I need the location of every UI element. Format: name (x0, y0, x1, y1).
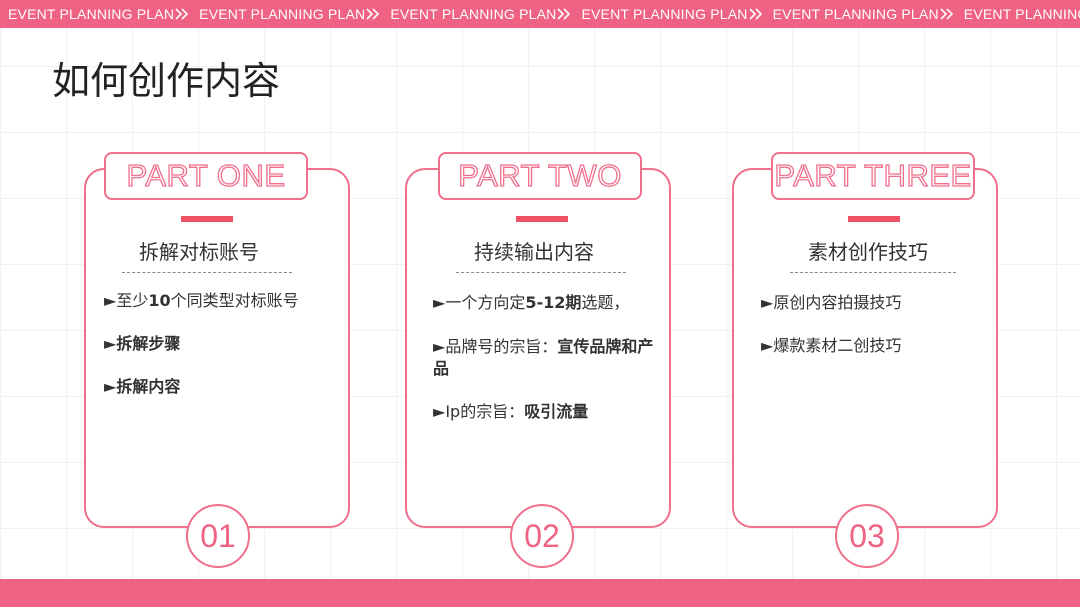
arrow-icon: ► (433, 293, 446, 312)
card-part-three (732, 168, 998, 528)
accent-bar (848, 216, 900, 222)
bottom-bar (0, 579, 1080, 607)
dashed-divider (790, 272, 956, 273)
list-item: ►至少10个同类型对标账号 (104, 290, 340, 312)
page-title: 如何创作内容 (52, 59, 281, 103)
banner-text: EVENT PLANNING PLAN (581, 6, 762, 22)
number-label: 01 (200, 517, 236, 554)
item-bold: 拆解步骤 (116, 334, 181, 353)
part-two-tag: PART TWO (438, 152, 642, 200)
part-one-label: PART ONE (126, 157, 286, 193)
dashed-divider (456, 272, 626, 273)
part-three-label: PART THREE (774, 157, 972, 193)
list-item: ►Ip的宗旨：吸引流量 (433, 401, 663, 423)
item-text: 选题， (581, 293, 630, 312)
banner-label: EVENT PLANNING PLAN (581, 6, 748, 22)
double-arrow-icon (366, 8, 380, 20)
banner-label: EVENT PLANNING PLAN (390, 6, 557, 22)
number-badge: 03 (835, 504, 899, 568)
list-item: ►一个方向定5-12期选题， (433, 292, 663, 314)
card-part-two (405, 168, 671, 528)
item-text: 爆款素材二创技巧 (773, 336, 902, 355)
card-subtitle: 拆解对标账号 (139, 240, 259, 264)
arrow-icon: ► (104, 334, 117, 353)
item-bold: 5-12期 (525, 293, 582, 312)
double-arrow-icon (749, 8, 762, 20)
arrow-icon: ► (104, 291, 117, 310)
arrow-icon: ► (104, 377, 117, 396)
number-label: 02 (524, 517, 560, 554)
card-subtitle: 持续输出内容 (474, 240, 594, 264)
arrow-icon: ► (761, 293, 774, 312)
number-badge: 02 (510, 504, 574, 568)
banner-label: EVENT PLANNING PLAN (8, 6, 175, 22)
part-one-tag: PART ONE (104, 152, 308, 200)
item-bold: 拆解内容 (116, 377, 181, 396)
banner-text: EVENT PLANNING PLAN (964, 6, 1080, 22)
double-arrow-icon (940, 8, 953, 20)
list-item: ►品牌号的宗旨：宣传品牌和产品 (433, 336, 659, 380)
accent-bar (516, 216, 568, 222)
number-badge: 01 (186, 504, 250, 568)
item-text: Ip的宗旨： (445, 402, 525, 421)
card-subtitle: 素材创作技巧 (808, 240, 928, 264)
banner-text: EVENT PLANNING PLAN (199, 6, 380, 22)
banner-text: EVENT PLANNING PLAN (390, 6, 571, 22)
item-bold: 宣传品牌和产品 (433, 337, 654, 378)
item-bold: 10 (148, 291, 171, 310)
arrow-icon: ► (433, 402, 446, 421)
part-three-tag: PART THREE (771, 152, 975, 200)
double-arrow-icon (557, 8, 571, 20)
dashed-divider (122, 272, 292, 273)
number-label: 03 (849, 517, 885, 554)
list-item: ►原创内容拍摄技巧 (761, 292, 991, 314)
arrow-icon: ► (761, 336, 774, 355)
list-item: ►爆款素材二创技巧 (761, 335, 991, 357)
item-text: 品牌号的宗旨： (445, 337, 558, 356)
item-text: 个同类型对标账号 (170, 291, 299, 310)
top-banner: EVENT PLANNING PLAN EVENT PLANNING PLAN … (0, 0, 1080, 28)
banner-label: EVENT PLANNING PLAN (963, 6, 1080, 22)
item-text: 原创内容拍摄技巧 (773, 293, 902, 312)
item-text: 至少 (116, 291, 149, 310)
list-item: ►拆解内容 (104, 376, 340, 398)
part-two-label: PART TWO (458, 157, 622, 193)
item-text: 一个方向定 (445, 293, 526, 312)
double-arrow-icon (175, 8, 189, 20)
arrow-icon: ► (433, 337, 446, 356)
card-part-one (84, 168, 350, 528)
item-bold: 吸引流量 (524, 402, 589, 421)
list-item: ►拆解步骤 (104, 333, 340, 355)
accent-bar (181, 216, 233, 222)
banner-label: EVENT PLANNING PLAN (772, 6, 939, 22)
banner-text: EVENT PLANNING PLAN (773, 6, 954, 22)
banner-text: EVENT PLANNING PLAN (8, 6, 189, 22)
banner-label: EVENT PLANNING PLAN (199, 6, 366, 22)
